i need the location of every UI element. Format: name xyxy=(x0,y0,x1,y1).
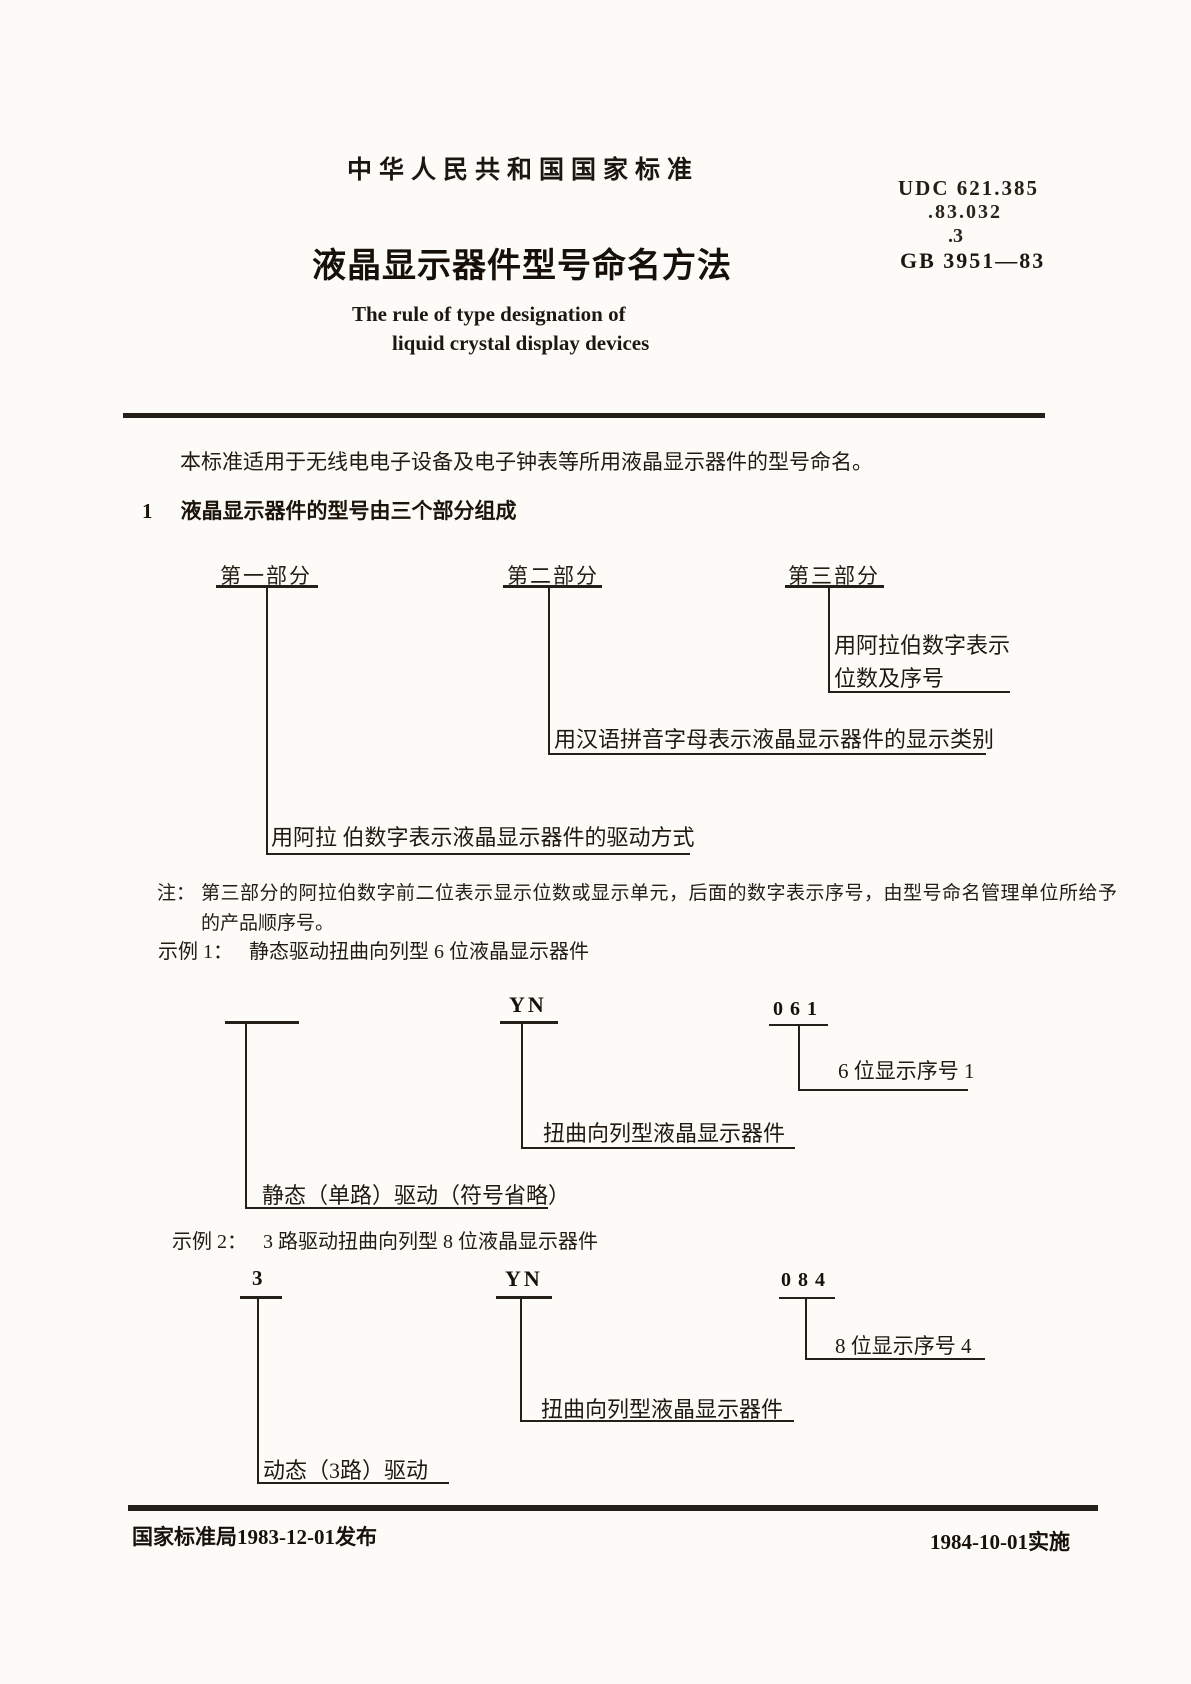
document-title-cn: 液晶显示器件型号命名方法 xyxy=(312,248,732,285)
diagram1-part2-desc-underline xyxy=(548,753,986,755)
example1-part3-connector xyxy=(798,1025,800,1090)
example1-caption-text: 静态驱动扭曲向列型 6 位液晶显示器件 xyxy=(249,941,589,963)
diagram1-part3-desc-line2: 位数及序号 xyxy=(834,666,945,691)
diagram1-part1-label: 第一部分 xyxy=(220,564,312,588)
example1-part2-desc: 扭曲向列型液晶显示器件 xyxy=(543,1121,786,1146)
example2-caption: 示例 2： 3 路驱动扭曲向列型 8 位液晶显示器件 xyxy=(172,1225,598,1254)
example2-caption-text: 3 路驱动扭曲向列型 8 位液晶显示器件 xyxy=(263,1231,598,1253)
section1-heading: 1 液晶显示器件的型号由三个部分组成 xyxy=(142,495,517,525)
example1-code-part2: YN xyxy=(509,992,547,1017)
example2-part2-underline xyxy=(496,1296,552,1299)
example2-part1-desc: 动态（3路）驱动 xyxy=(263,1458,429,1483)
example1-part2-connector xyxy=(521,1022,523,1148)
example1-part1-desc: 静态（单路）驱动（符号省略） xyxy=(262,1183,571,1208)
example1-code-part3: 061 xyxy=(773,998,824,1020)
example2-part1-desc-underline xyxy=(257,1482,449,1484)
example1-caption-label: 示例 1： xyxy=(158,941,233,963)
header-rule xyxy=(123,413,1045,418)
standard-number: GB 3951—83 xyxy=(900,248,1046,273)
example2-code-part1: 3 xyxy=(252,1266,263,1290)
example1-part1-desc-underline xyxy=(245,1207,548,1209)
diagram1-part1-desc-underline xyxy=(266,853,690,855)
diagram1-part3-desc-line1: 用阿拉伯数字表示 xyxy=(834,633,1011,658)
example2-part1-underline xyxy=(240,1296,282,1299)
footer-issued-date: 国家标准局1983-12-01发布 xyxy=(132,1525,377,1549)
note-line2: 的产品顺序号。 xyxy=(201,913,335,934)
scope-paragraph: 本标准适用于无线电电子设备及电子钟表等所用液晶显示器件的型号命名。 xyxy=(180,450,873,474)
document-title-en-line2: liquid crystal display devices xyxy=(392,331,650,355)
note-line1: 第三部分的阿拉伯数字前二位表示显示位数或显示单元，后面的数字表示序号，由型号命名… xyxy=(201,883,1118,904)
example2-part3-desc-underline xyxy=(805,1358,985,1360)
example1-caption: 示例 1： 静态驱动扭曲向列型 6 位液晶显示器件 xyxy=(158,935,589,964)
example1-part2-desc-underline xyxy=(521,1147,795,1149)
national-standard-label: 中华人民共和国国家标准 xyxy=(347,157,700,184)
diagram1-part3-label: 第三部分 xyxy=(788,564,880,588)
diagram1-part1-connector xyxy=(266,586,268,855)
example2-part3-underline xyxy=(779,1297,835,1299)
diagram1-part3-underline xyxy=(785,585,884,588)
udc-code-line1: UDC 621.385 xyxy=(898,176,1039,200)
note-label: 注： xyxy=(157,883,196,904)
example2-part3-desc: 8 位显示序号 4 xyxy=(835,1334,972,1358)
udc-code-line3: .3 xyxy=(948,225,963,247)
example2-part2-connector xyxy=(520,1297,522,1421)
diagram1-part1-desc: 用阿拉 伯数字表示液晶显示器件的驱动方式 xyxy=(271,825,695,850)
footer-implemented-date: 1984-10-01实施 xyxy=(930,1530,1070,1554)
diagram1-part3-connector xyxy=(828,586,830,693)
example1-part3-desc: 6 位显示序号 1 xyxy=(838,1059,975,1083)
example2-part2-desc-underline xyxy=(520,1420,794,1422)
diagram1-part2-underline xyxy=(503,585,602,588)
diagram1-part3-desc-underline xyxy=(828,691,1010,693)
example1-part3-desc-underline xyxy=(798,1089,968,1091)
example2-part2-desc: 扭曲向列型液晶显示器件 xyxy=(541,1397,784,1422)
example2-caption-label: 示例 2： xyxy=(172,1231,247,1253)
example2-code-part3: 084 xyxy=(781,1269,832,1291)
footer-rule xyxy=(128,1505,1098,1511)
example2-code-part2: YN xyxy=(505,1266,543,1291)
section1-title: 液晶显示器件的型号由三个部分组成 xyxy=(180,499,517,523)
document-title-en-line1: The rule of type designation of xyxy=(352,302,626,326)
example1-part1-underline xyxy=(225,1021,299,1024)
example2-part1-connector xyxy=(257,1297,259,1483)
udc-code-line2: .83.032 xyxy=(928,201,1002,223)
diagram1-part2-connector xyxy=(548,586,550,755)
example1-part1-connector xyxy=(245,1022,247,1208)
section1-number: 1 xyxy=(142,499,153,523)
example2-part3-connector xyxy=(805,1298,807,1358)
example1-part2-underline xyxy=(500,1021,558,1024)
diagram1-part2-label: 第二部分 xyxy=(507,564,599,588)
diagram1-part2-desc: 用汉语拼音字母表示液晶显示器件的显示类别 xyxy=(554,727,995,752)
